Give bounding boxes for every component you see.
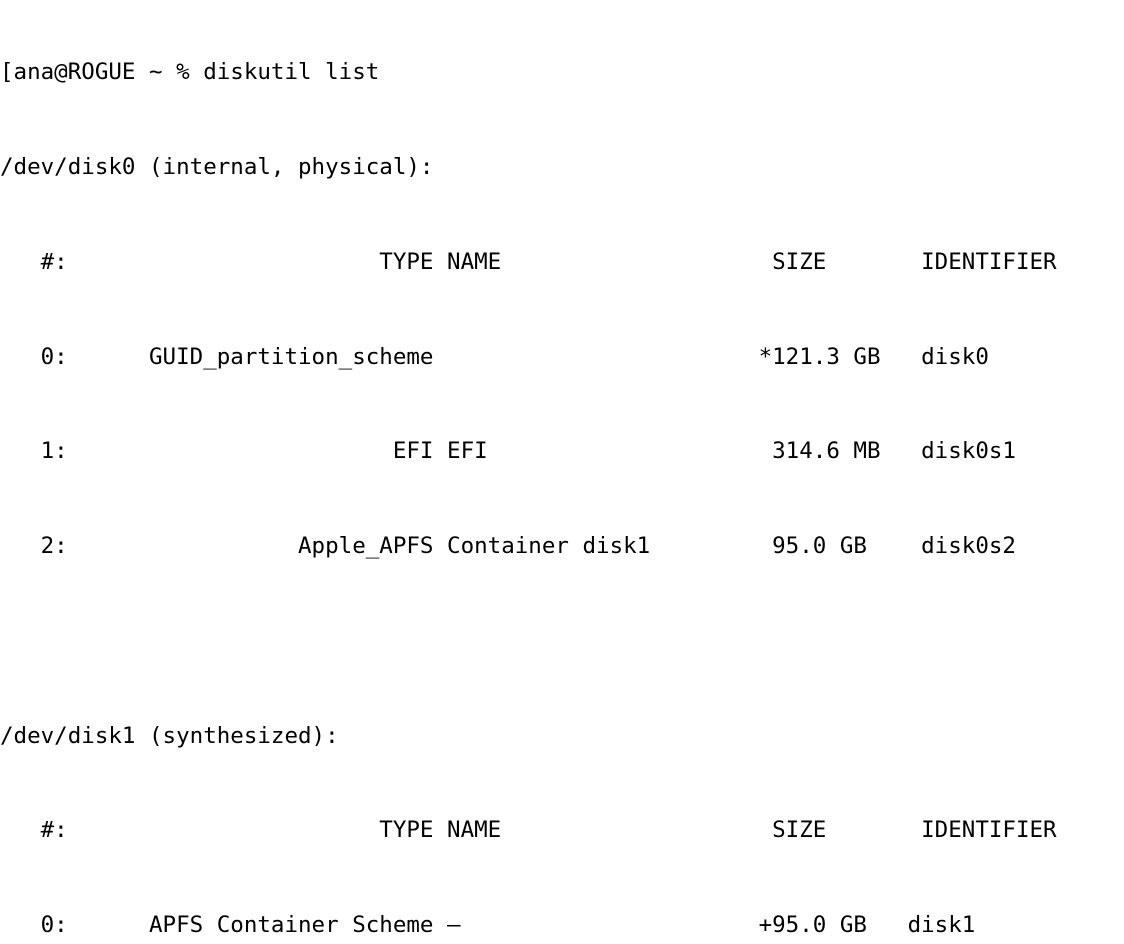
terminal-line-disk0-part-1: 1: EFI EFI 314.6 MB disk0s1 [0,438,1016,465]
terminal-line-disk0-column-header: #: TYPE NAME SIZE IDENTIFIER [0,248,1057,275]
terminal-line-disk0-header: /dev/disk0 (internal, physical): [0,153,434,180]
terminal-line-blank [0,626,1057,658]
terminal-line-disk1-header: /dev/disk1 (synthesized): [0,722,339,749]
terminal-output-buffer[interactable]: [ana@ROGUE ~ % diskutil list /dev/disk0 … [0,0,1057,944]
terminal-line-disk1-column-header: #: TYPE NAME SIZE IDENTIFIER [0,817,1057,844]
terminal-line-disk1-part-0: 0: APFS Container Scheme – +95.0 GB disk… [0,912,976,939]
terminal-line-disk0-part-0: 0: GUID_partition_scheme *121.3 GB disk0 [0,343,989,370]
terminal-line-prompt-command: [ana@ROGUE ~ % diskutil list [0,59,380,86]
terminal-line-disk0-part-2: 2: Apple_APFS Container disk1 95.0 GB di… [0,533,1016,560]
